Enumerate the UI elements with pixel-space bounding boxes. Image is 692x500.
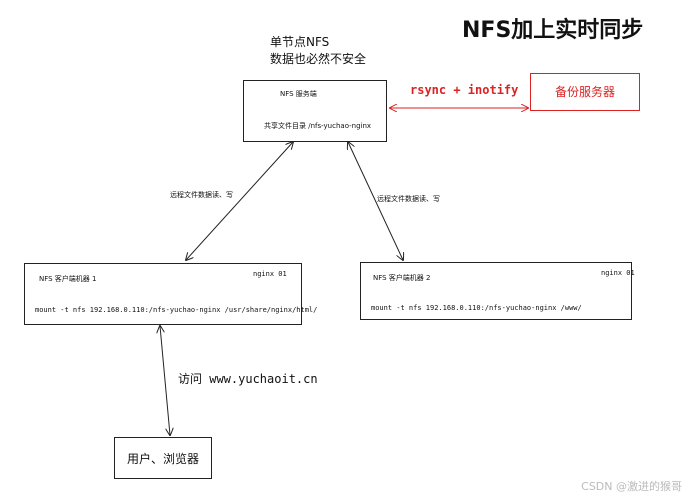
nfs-server-share: 共享文件目录 /nfs-yuchao-nginx (264, 122, 372, 130)
warning-note-line1: 单节点NFS (270, 35, 330, 49)
user-browser-label: 用户、浏览器 (127, 452, 200, 466)
server-client2-edge (348, 142, 403, 260)
warning-note-line2: 数据也必然不安全 (270, 52, 367, 66)
client1-mount: mount -t nfs 192.168.0.110:/nfs-yuchao-n… (35, 306, 318, 314)
client2-mount: mount -t nfs 192.168.0.110:/nfs-yuchao-n… (371, 304, 582, 312)
user-browser-node: 用户、浏览器 (114, 437, 212, 479)
backup-server-node: 备份服务器 (530, 73, 640, 111)
client2-title: NFS 客户端机器 2 (373, 274, 431, 282)
client1-title: NFS 客户端机器 1 (39, 275, 97, 283)
nfs-server-node: NFS 服务端 共享文件目录 /nfs-yuchao-nginx (243, 80, 387, 142)
edge-label-right: 远程文件数据读、写 (377, 195, 440, 203)
client1-tag: nginx 01 (253, 270, 287, 278)
nfs-server-title: NFS 服务端 (280, 90, 317, 98)
diagram-title: NFS加上实时同步 (462, 18, 644, 43)
access-label: 访问 www.yuchaoit.cn (178, 372, 318, 386)
server-client1-edge (186, 142, 293, 260)
warning-note: 单节点NFS 数据也必然不安全 (270, 34, 366, 68)
client2-tag: nginx 01 (601, 269, 635, 277)
backup-server-label: 备份服务器 (555, 85, 616, 99)
watermark: CSDN @激进的猴哥 (581, 480, 682, 493)
nfs-client2-node: NFS 客户端机器 2 nginx 01 mount -t nfs 192.16… (360, 262, 635, 320)
edge-label-left: 远程文件数据读、写 (170, 191, 233, 199)
sync-label: rsync + inotify (410, 83, 519, 97)
nfs-client1-node: NFS 客户端机器 1 nginx 01 mount -t nfs 192.16… (24, 263, 317, 325)
client1-user-edge (160, 326, 170, 435)
